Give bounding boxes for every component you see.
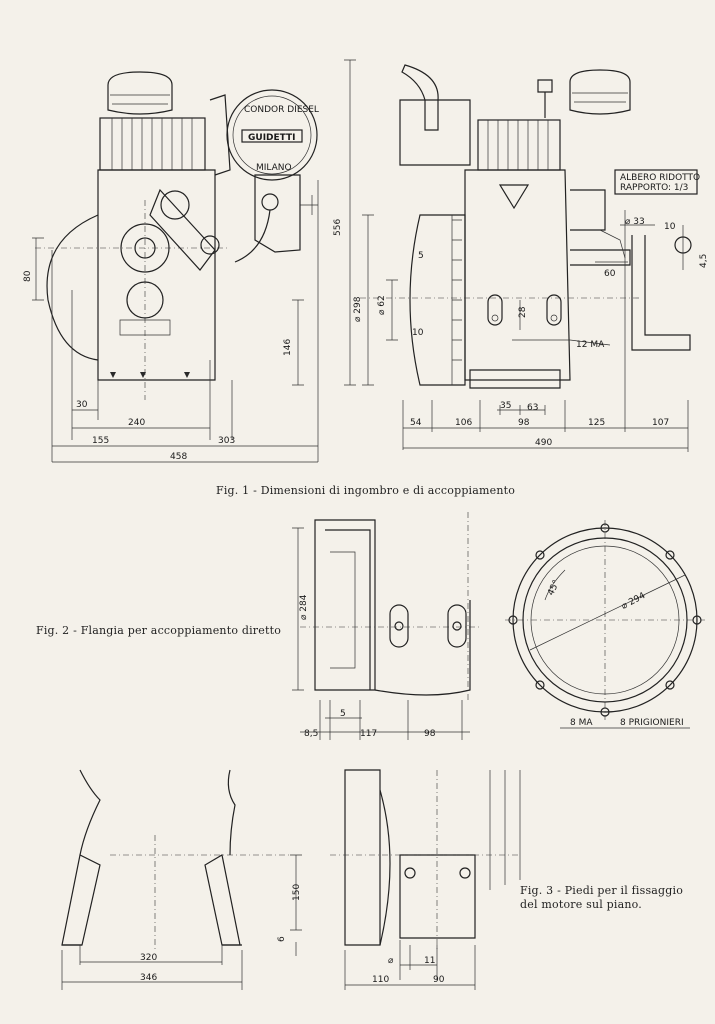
dim-f3-346: 346 <box>140 973 157 983</box>
dim-side-33: ⌀ 33 <box>625 217 645 227</box>
brand-line1: CONDOR DIESEL <box>244 105 319 115</box>
fig2-labels: ⌀ 284 5 8,5 117 98 ⌀ 294 45° 8 MA 8 PRIG… <box>299 579 684 739</box>
brand-line2: GUIDETTI <box>248 133 296 143</box>
dim-side-28: 28 <box>518 306 528 318</box>
dim-front-146: 146 <box>283 339 293 356</box>
dim-f2-98: 98 <box>424 729 436 739</box>
dim-f3-6: 6 <box>277 936 287 942</box>
dim-f2-studs: 8 PRIGIONIERI <box>620 718 684 728</box>
dim-side-106: 106 <box>455 418 472 428</box>
fig1-labels: CONDOR DIESEL GUIDETTI MILANO 80 146 30 … <box>23 105 709 462</box>
dim-side-490: 490 <box>535 438 552 448</box>
fig2-caption: Fig. 2 - Flangia per accoppiamento diret… <box>36 624 282 637</box>
dim-f2-8ma: 8 MA <box>570 718 593 728</box>
dim-side-125: 125 <box>588 418 605 428</box>
fig3-caption-line1: Fig. 3 - Piedi per il fissaggio <box>520 884 684 897</box>
dim-front-458: 458 <box>170 452 187 462</box>
box-line1: ALBERO RIDOTTO <box>620 173 700 183</box>
dim-f2-45deg: 45° <box>546 579 562 598</box>
fig1-front-view <box>32 71 319 463</box>
dim-f2-117: 117 <box>360 729 377 739</box>
dim-side-10: 10 <box>412 328 424 338</box>
fig3-labels: 150 6 320 346 ⌀ 11 110 90 <box>140 884 445 985</box>
dim-f3-320: 320 <box>140 953 157 963</box>
fig1-side-view <box>344 59 698 452</box>
dim-front-240: 240 <box>128 418 145 428</box>
dim-side-10k: 10 <box>664 222 676 232</box>
dim-side-63: 63 <box>527 403 538 413</box>
dim-front-155: 155 <box>92 436 109 446</box>
dim-f3-90: 90 <box>433 975 445 985</box>
dim-side-60: 60 <box>604 269 616 279</box>
dim-side-5: 5 <box>418 251 424 261</box>
fig3-caption-line2: del motore sul piano. <box>520 898 642 911</box>
dim-side-54: 54 <box>410 418 422 428</box>
dim-f2-294: ⌀ 294 <box>620 591 647 612</box>
dim-f2-284: ⌀ 284 <box>299 594 309 620</box>
dim-side-45: 4,5 <box>699 254 709 268</box>
dim-side-298: ⌀ 298 <box>353 296 363 322</box>
box-line2: RAPPORTO: 1/3 <box>620 183 688 193</box>
dim-f3-150: 150 <box>292 884 302 901</box>
dim-f2-85: 8,5 <box>304 729 318 739</box>
dim-front-80: 80 <box>23 270 33 282</box>
dim-side-35: 35 <box>500 401 511 411</box>
dim-front-303: 303 <box>218 436 235 446</box>
dim-f3-11: 11 <box>424 956 435 966</box>
fig1-caption: Fig. 1 - Dimensioni di ingombro e di acc… <box>216 484 516 497</box>
dim-side-98: 98 <box>518 418 530 428</box>
dim-f3-110: 110 <box>372 975 389 985</box>
fig3-feet-drawing <box>61 769 521 990</box>
dim-f2-5: 5 <box>340 709 346 719</box>
dim-front-30: 30 <box>76 400 88 410</box>
dim-side-556: 556 <box>333 219 343 236</box>
brand-line3: MILANO <box>256 163 292 173</box>
dim-side-12ma: 12 MA <box>576 340 605 350</box>
dim-f3-phi: ⌀ <box>388 956 394 966</box>
dim-side-107: 107 <box>652 418 669 428</box>
fig2-flange-drawing <box>292 512 705 740</box>
dim-side-62: ⌀ 62 <box>377 295 387 315</box>
